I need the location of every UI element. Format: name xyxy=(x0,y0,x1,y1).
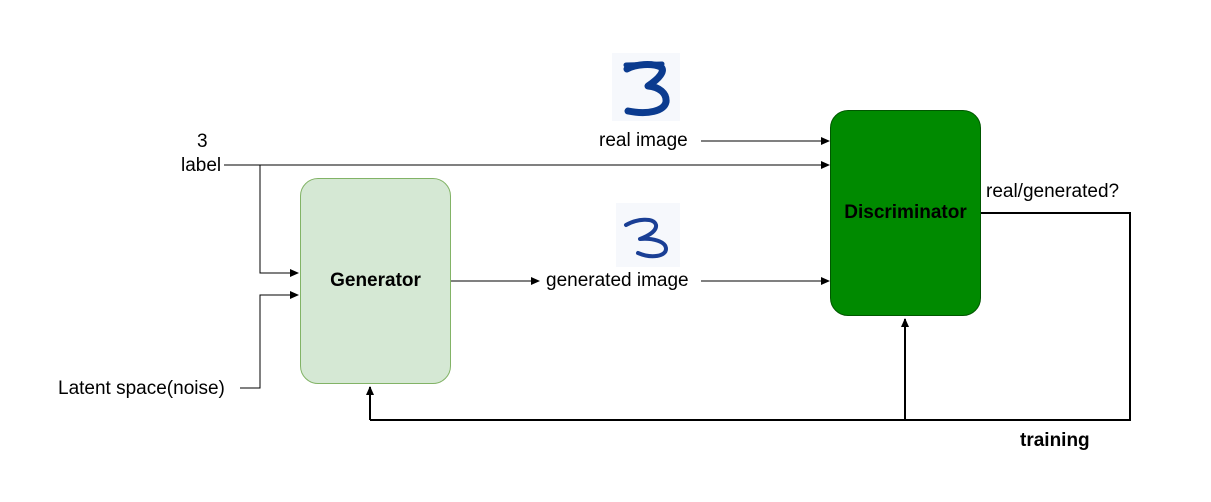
generated-image-label: generated image xyxy=(546,270,689,291)
training-feedback-line xyxy=(370,212,1131,421)
real-image-label: real image xyxy=(599,130,688,151)
noise-input-label: Latent space(noise) xyxy=(58,378,225,399)
generator-label: Generator xyxy=(330,270,421,291)
generator-block: Generator xyxy=(300,178,451,384)
real-digit-image xyxy=(612,53,680,121)
training-label: training xyxy=(1020,430,1090,451)
discriminator-block: Discriminator xyxy=(830,110,981,316)
output-question-label: real/generated? xyxy=(986,181,1120,202)
label-digit-value: 3 xyxy=(197,131,208,152)
generated-digit-image xyxy=(616,203,680,267)
label-input-caption: label xyxy=(181,155,222,176)
label-to-generator-arrow xyxy=(259,165,299,277)
noise-to-generator-arrow xyxy=(240,291,299,389)
discriminator-label: Discriminator xyxy=(844,202,967,223)
